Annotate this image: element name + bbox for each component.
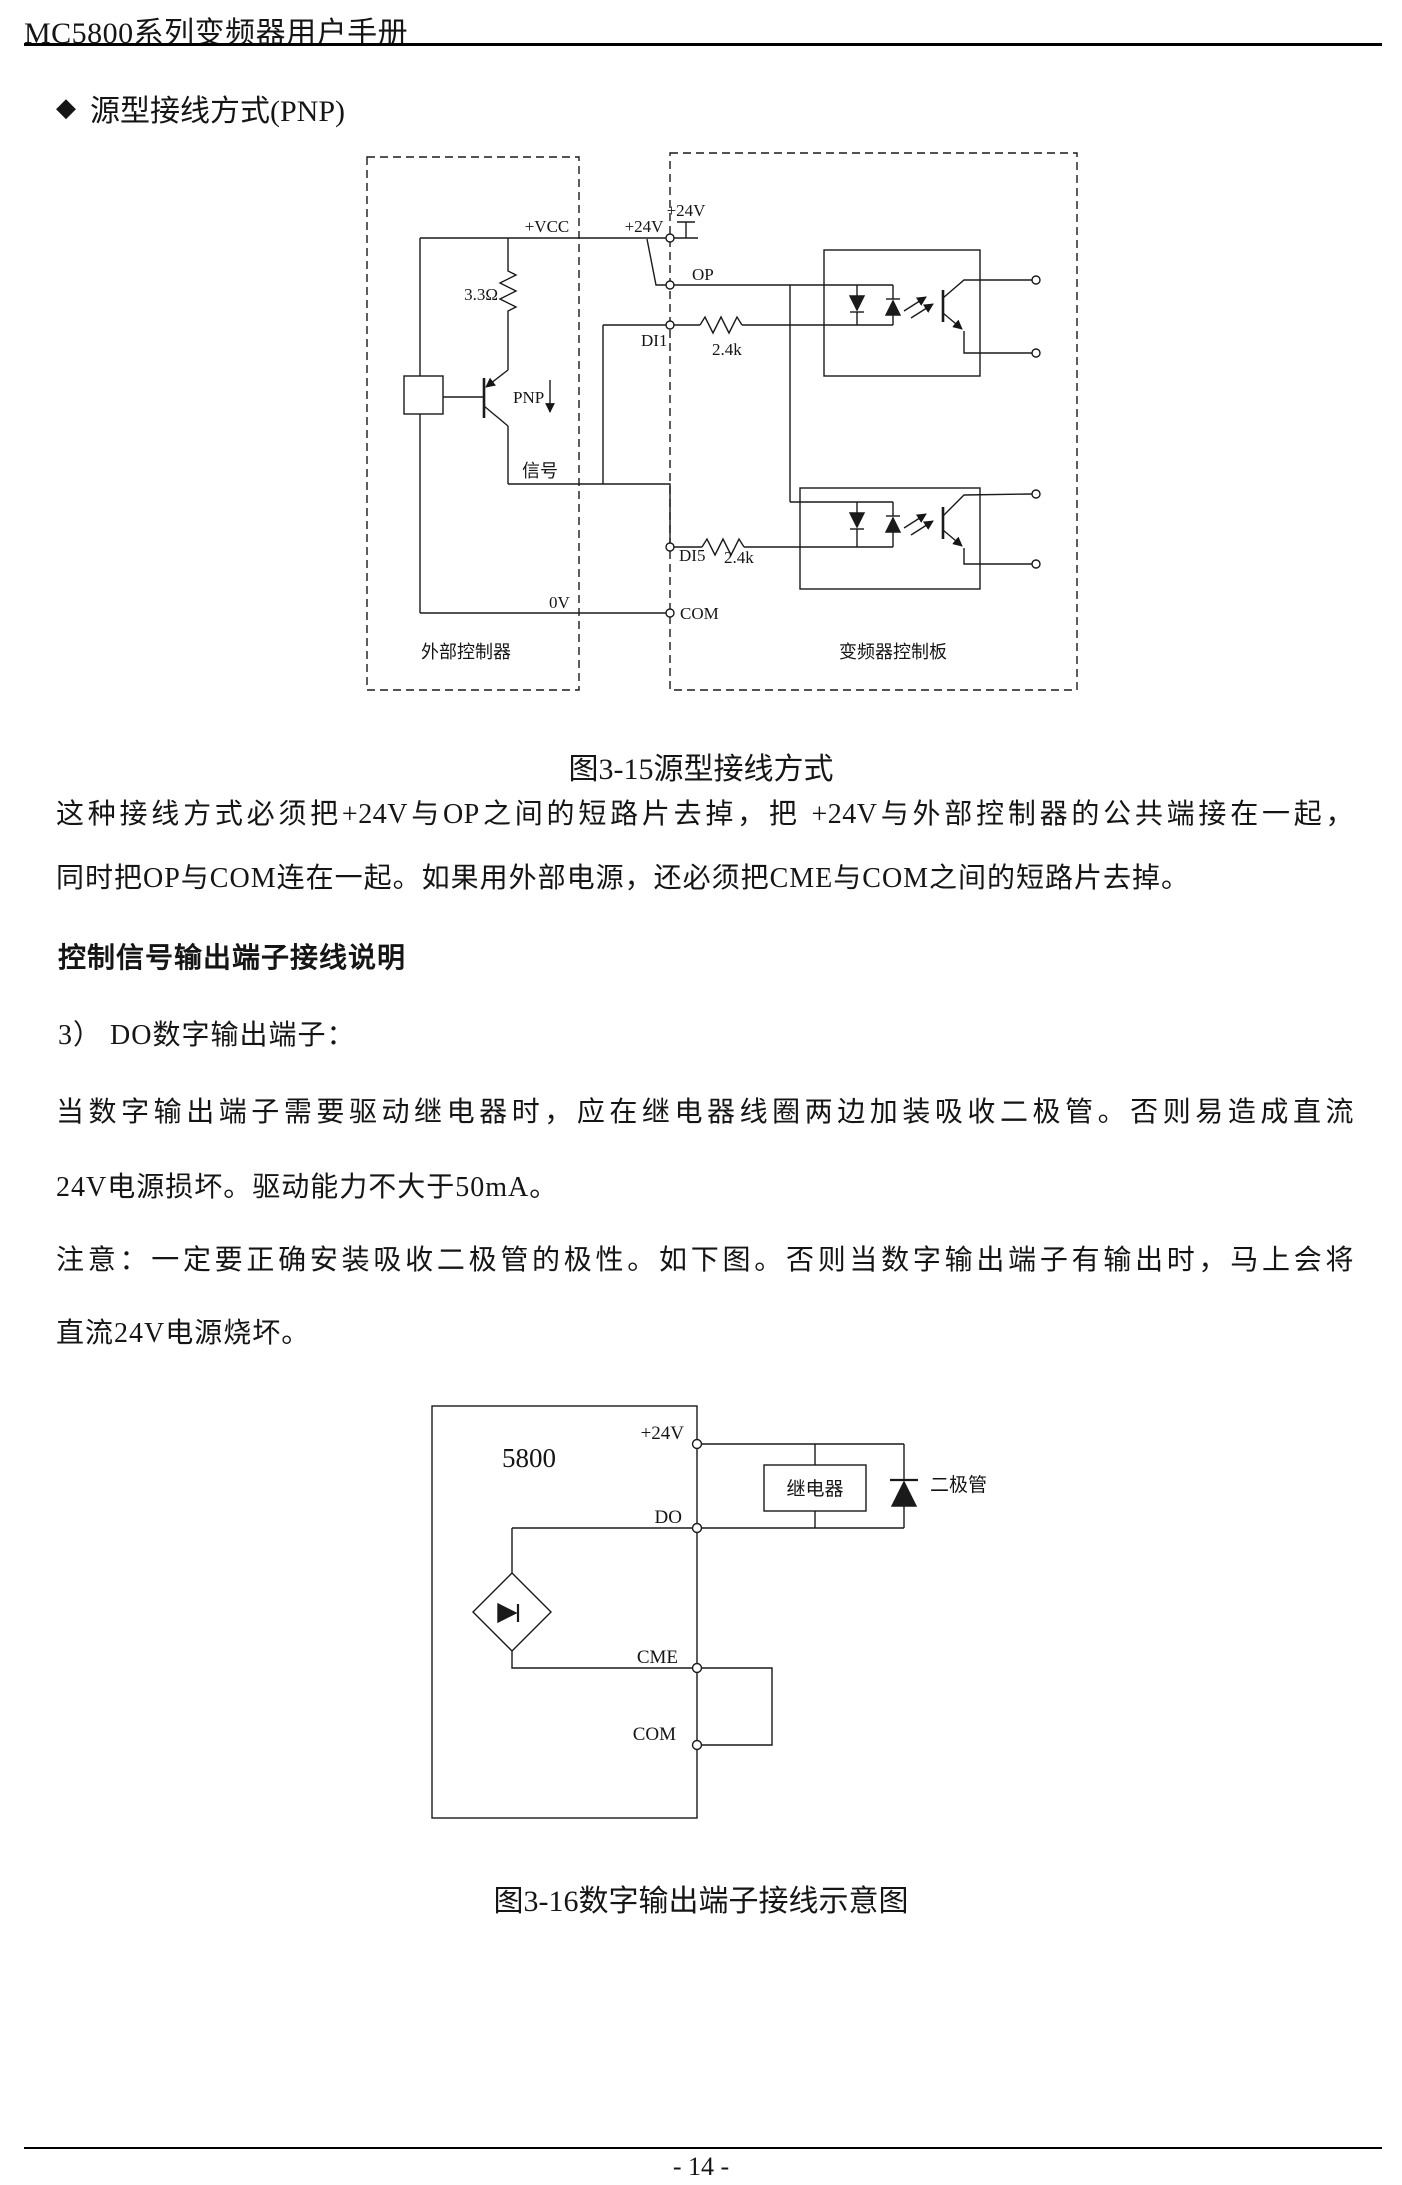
label-inverter-board: 变频器控制板 [839,642,947,662]
label-op: OP [692,265,714,284]
resistor-di1 [699,315,743,335]
label-2-4k-2: 2.4k [724,548,754,567]
section-title: 源型接线方式(PNP) [90,95,346,128]
figure-3-16-diagram: 5800 +24V DO CME COM 继电器 二极管 [431,1405,987,1819]
device-5800-box [431,1405,698,1819]
label-di5: DI5 [679,546,705,565]
label-24v-wire: +24V [625,217,665,236]
figure-3-15-diagram: +VCC +24V +24V 3.3Ω PNP 信号 0V OP DI1 2.4… [366,152,1078,691]
figure-3-15-caption: 图3-15源型接线方式 [568,753,834,786]
op-jumper-wire [646,238,666,286]
v24-jumper-symbol [674,221,698,239]
external-controller-box [366,156,580,691]
optocoupler-1 [823,249,1032,377]
label-di1: DI1 [641,331,667,350]
terminals [691,1438,703,1751]
header-rule [24,43,1382,46]
label-24v-jumper: +24V [667,201,707,220]
relay-diode-circuit [701,1443,918,1529]
label-do: DO [655,1507,682,1528]
label-0v: 0V [549,593,571,612]
figure-3-16-caption: 图3-16数字输出端子接线示意图 [493,1885,909,1918]
label-diode: 二极管 [930,1474,987,1496]
paragraph-3-line-2: 直流24V电源烧坏。 [56,1318,311,1349]
subheading-output-terminals: 控制信号输出端子接线说明 [58,942,407,973]
section-heading: ◆ 源型接线方式(PNP) [56,86,345,130]
flyback-diode [890,1444,918,1528]
label-pnp: PNP [513,388,544,407]
label-relay: 继电器 [786,1478,843,1500]
label-24v: +24V [641,1423,685,1444]
paragraph-2-line-2: 24V电源损坏。驱动能力不大于50mA。 [56,1172,559,1203]
external-controller-circuit [403,237,671,614]
paragraph-3-line-1: 注意：一定要正确安装吸收二极管的极性。如下图。否则当数字输出端子有输出时，马上会… [56,1245,1354,1276]
resistor-3-3ohm [498,266,518,317]
output-stage [472,1527,693,1669]
label-cme: CME [637,1647,678,1668]
label-2-4k-1: 2.4k [712,340,742,359]
label-3-3ohm: 3.3Ω [464,285,498,304]
label-signal: 信号 [522,461,558,481]
paragraph-1-line-1: 这种接线方式必须把+24V与OP之间的短路片去掉，把 +24V与外部控制器的公共… [56,799,1354,830]
label-external-controller: 外部控制器 [421,642,511,662]
optocoupler-2 [799,487,1033,590]
cme-com-jumper [701,1667,773,1746]
page-number: - 14 - [672,2152,730,2181]
label-vcc: +VCC [525,217,570,236]
pnp-transistor [482,369,509,427]
terminals [665,233,1041,618]
label-5800: 5800 [502,1443,556,1473]
resistor-di5 [701,537,745,557]
label-com: COM [633,1724,676,1745]
footer-rule [24,2147,1382,2149]
item-3-do-terminal: 3） DO数字输出端子： [58,1020,356,1051]
inverter-board-box [669,152,1078,691]
paragraph-2-line-1: 当数字输出端子需要驱动继电器时，应在继电器线圈两边加装吸收二极管。否则易造成直流 [56,1097,1354,1128]
paragraph-1-line-2: 同时把OP与COM连在一起。如果用外部电源，还必须把CME与COM之间的短路片去… [56,863,1191,894]
label-com: COM [680,604,719,623]
diamond-bullet-icon: ◆ [56,93,76,122]
